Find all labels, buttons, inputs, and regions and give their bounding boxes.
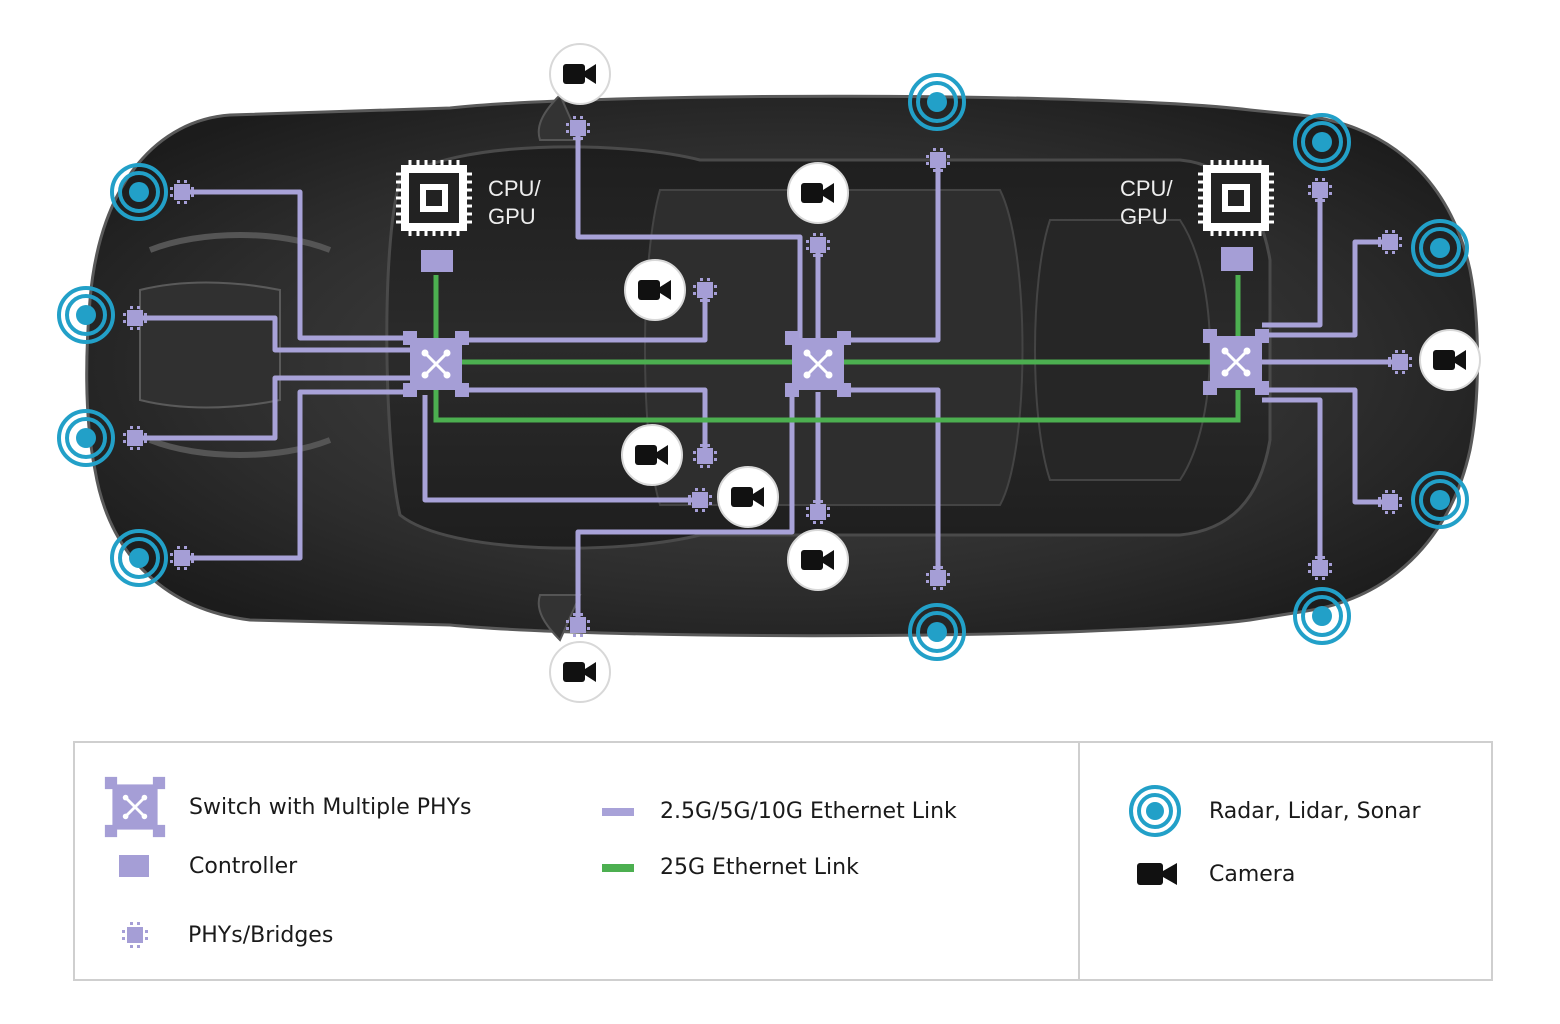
legend-item-25g-link: 25G Ethernet Link xyxy=(602,855,859,880)
switch-icon xyxy=(104,776,166,838)
legend-item-camera: Camera xyxy=(1137,861,1295,887)
sensor-icon xyxy=(1411,471,1469,529)
25g-link-swatch xyxy=(602,863,634,872)
legend-label-camera: Camera xyxy=(1209,861,1296,887)
multi-gig-links xyxy=(135,128,1400,625)
camera-icon xyxy=(717,466,779,528)
sensor-icon xyxy=(1293,113,1351,171)
sensor-icon xyxy=(57,286,115,344)
camera-icon xyxy=(549,641,611,703)
camera-icon xyxy=(621,424,683,486)
legend: Switch with Multiple PHYs Controller PHY… xyxy=(73,741,1493,981)
legend-label-switch: Switch with Multiple PHYs xyxy=(189,794,472,820)
cpu-right xyxy=(1196,158,1276,238)
camera-icon xyxy=(787,162,849,224)
legend-label-controller: Controller xyxy=(189,853,298,879)
camera-icon xyxy=(787,529,849,591)
legend-label-25g-link: 25G Ethernet Link xyxy=(660,855,859,880)
controllers xyxy=(421,247,1253,272)
cpu-left-label-line1: CPU/ xyxy=(488,176,541,201)
legend-divider xyxy=(1078,743,1080,979)
legend-item-phy: PHYs/Bridges xyxy=(119,919,333,951)
cpu-right-label-line1: CPU/ xyxy=(1120,176,1173,201)
sensor-icon xyxy=(908,73,966,131)
cpu-left xyxy=(394,158,474,238)
cpu-left-label-line2: GPU xyxy=(488,204,536,229)
multi-gig-link-swatch xyxy=(602,807,634,816)
sensor-icon xyxy=(908,603,966,661)
controller-icon xyxy=(119,855,149,877)
legend-item-controller: Controller xyxy=(119,853,297,879)
cpu-right-label-line2: GPU xyxy=(1120,204,1168,229)
sensor-icon xyxy=(1293,587,1351,645)
legend-item-multi-gig-link: 2.5G/5G/10G Ethernet Link xyxy=(602,799,957,824)
phy-icon xyxy=(122,922,148,948)
switch-center xyxy=(783,329,853,399)
sensor-icon xyxy=(1411,219,1469,277)
camera-icon xyxy=(1419,329,1481,391)
camera-icon xyxy=(1137,863,1177,885)
legend-item-switch: Switch with Multiple PHYs xyxy=(103,775,472,839)
legend-label-phy: PHYs/Bridges xyxy=(188,922,334,948)
sensor-icon xyxy=(110,163,168,221)
legend-label-sensor: Radar, Lidar, Sonar xyxy=(1209,798,1421,824)
legend-item-sensor: Radar, Lidar, Sonar xyxy=(1127,783,1421,839)
legend-label-multi-gig-link: 2.5G/5G/10G Ethernet Link xyxy=(660,799,957,824)
camera-icon xyxy=(549,43,611,105)
sensor-icon xyxy=(110,529,168,587)
vehicle-network-diagram: CPU/ GPU CPU/ GPU xyxy=(57,43,1481,703)
switch-rear xyxy=(1201,327,1271,397)
sensor-icon xyxy=(1129,785,1181,837)
switch-front xyxy=(401,329,471,399)
sensor-icon xyxy=(57,409,115,467)
camera-icon xyxy=(624,259,686,321)
